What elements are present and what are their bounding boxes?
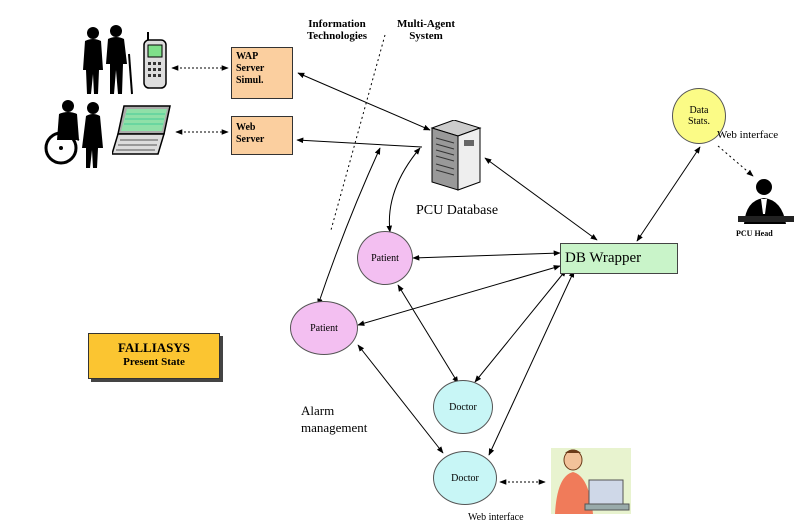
laptop-icon (112, 105, 171, 155)
link-stats-head (717, 145, 754, 177)
badge-title: FALLIASYS (117, 340, 190, 355)
doctor-at-computer-icon (551, 448, 631, 514)
database-server-icon (430, 120, 482, 191)
wap-server-box[interactable]: WAP Server Simul. (231, 47, 293, 99)
header-multi-agent-system: Multi-Agent System (396, 18, 456, 42)
web-interface-label-top: Web interface (717, 129, 779, 141)
pcu-head-label: PCU Head (736, 229, 773, 238)
data-stats-agent[interactable]: Data Stats. (672, 88, 726, 144)
badge-subtitle: Present State (123, 356, 185, 368)
elderly-couple-icon (83, 25, 133, 95)
patient-agent-left[interactable]: Patient (290, 301, 358, 355)
doctor-agent-mid[interactable]: Doctor (433, 380, 493, 434)
mobile-phone-icon (143, 32, 167, 89)
link-patient-left-db (317, 147, 381, 306)
web-server-box[interactable]: Web Server (231, 116, 293, 155)
link-patient-left-doctor-bottom (357, 344, 444, 454)
link-stats-wrapper (636, 146, 701, 242)
wheelchair-user-icon (44, 100, 103, 168)
db-wrapper-box[interactable]: DB Wrapper (560, 243, 678, 274)
database-label: PCU Database (416, 203, 499, 218)
link-wap-db (297, 72, 431, 131)
link-db-wrapper (484, 157, 598, 241)
link-patient-top-wrapper (412, 250, 561, 261)
link-db-patient-top (386, 147, 421, 233)
doctor-agent-bottom[interactable]: Doctor (433, 451, 497, 505)
falliasys-badge: FALLIASYS Present State (88, 333, 220, 379)
header-information-technologies: Information Technologies (306, 18, 368, 42)
boundary-divider (330, 34, 386, 231)
patient-agent-top[interactable]: Patient (357, 231, 413, 285)
web-interface-label-bottom: Web interface (468, 512, 524, 523)
businessman-icon (738, 179, 794, 224)
alarm-management-label: Alarm management (301, 403, 368, 435)
link-doctor-bottom-wrapper (488, 270, 575, 456)
link-patient-top-doctor-mid (397, 284, 459, 384)
link-web-db (296, 137, 423, 148)
